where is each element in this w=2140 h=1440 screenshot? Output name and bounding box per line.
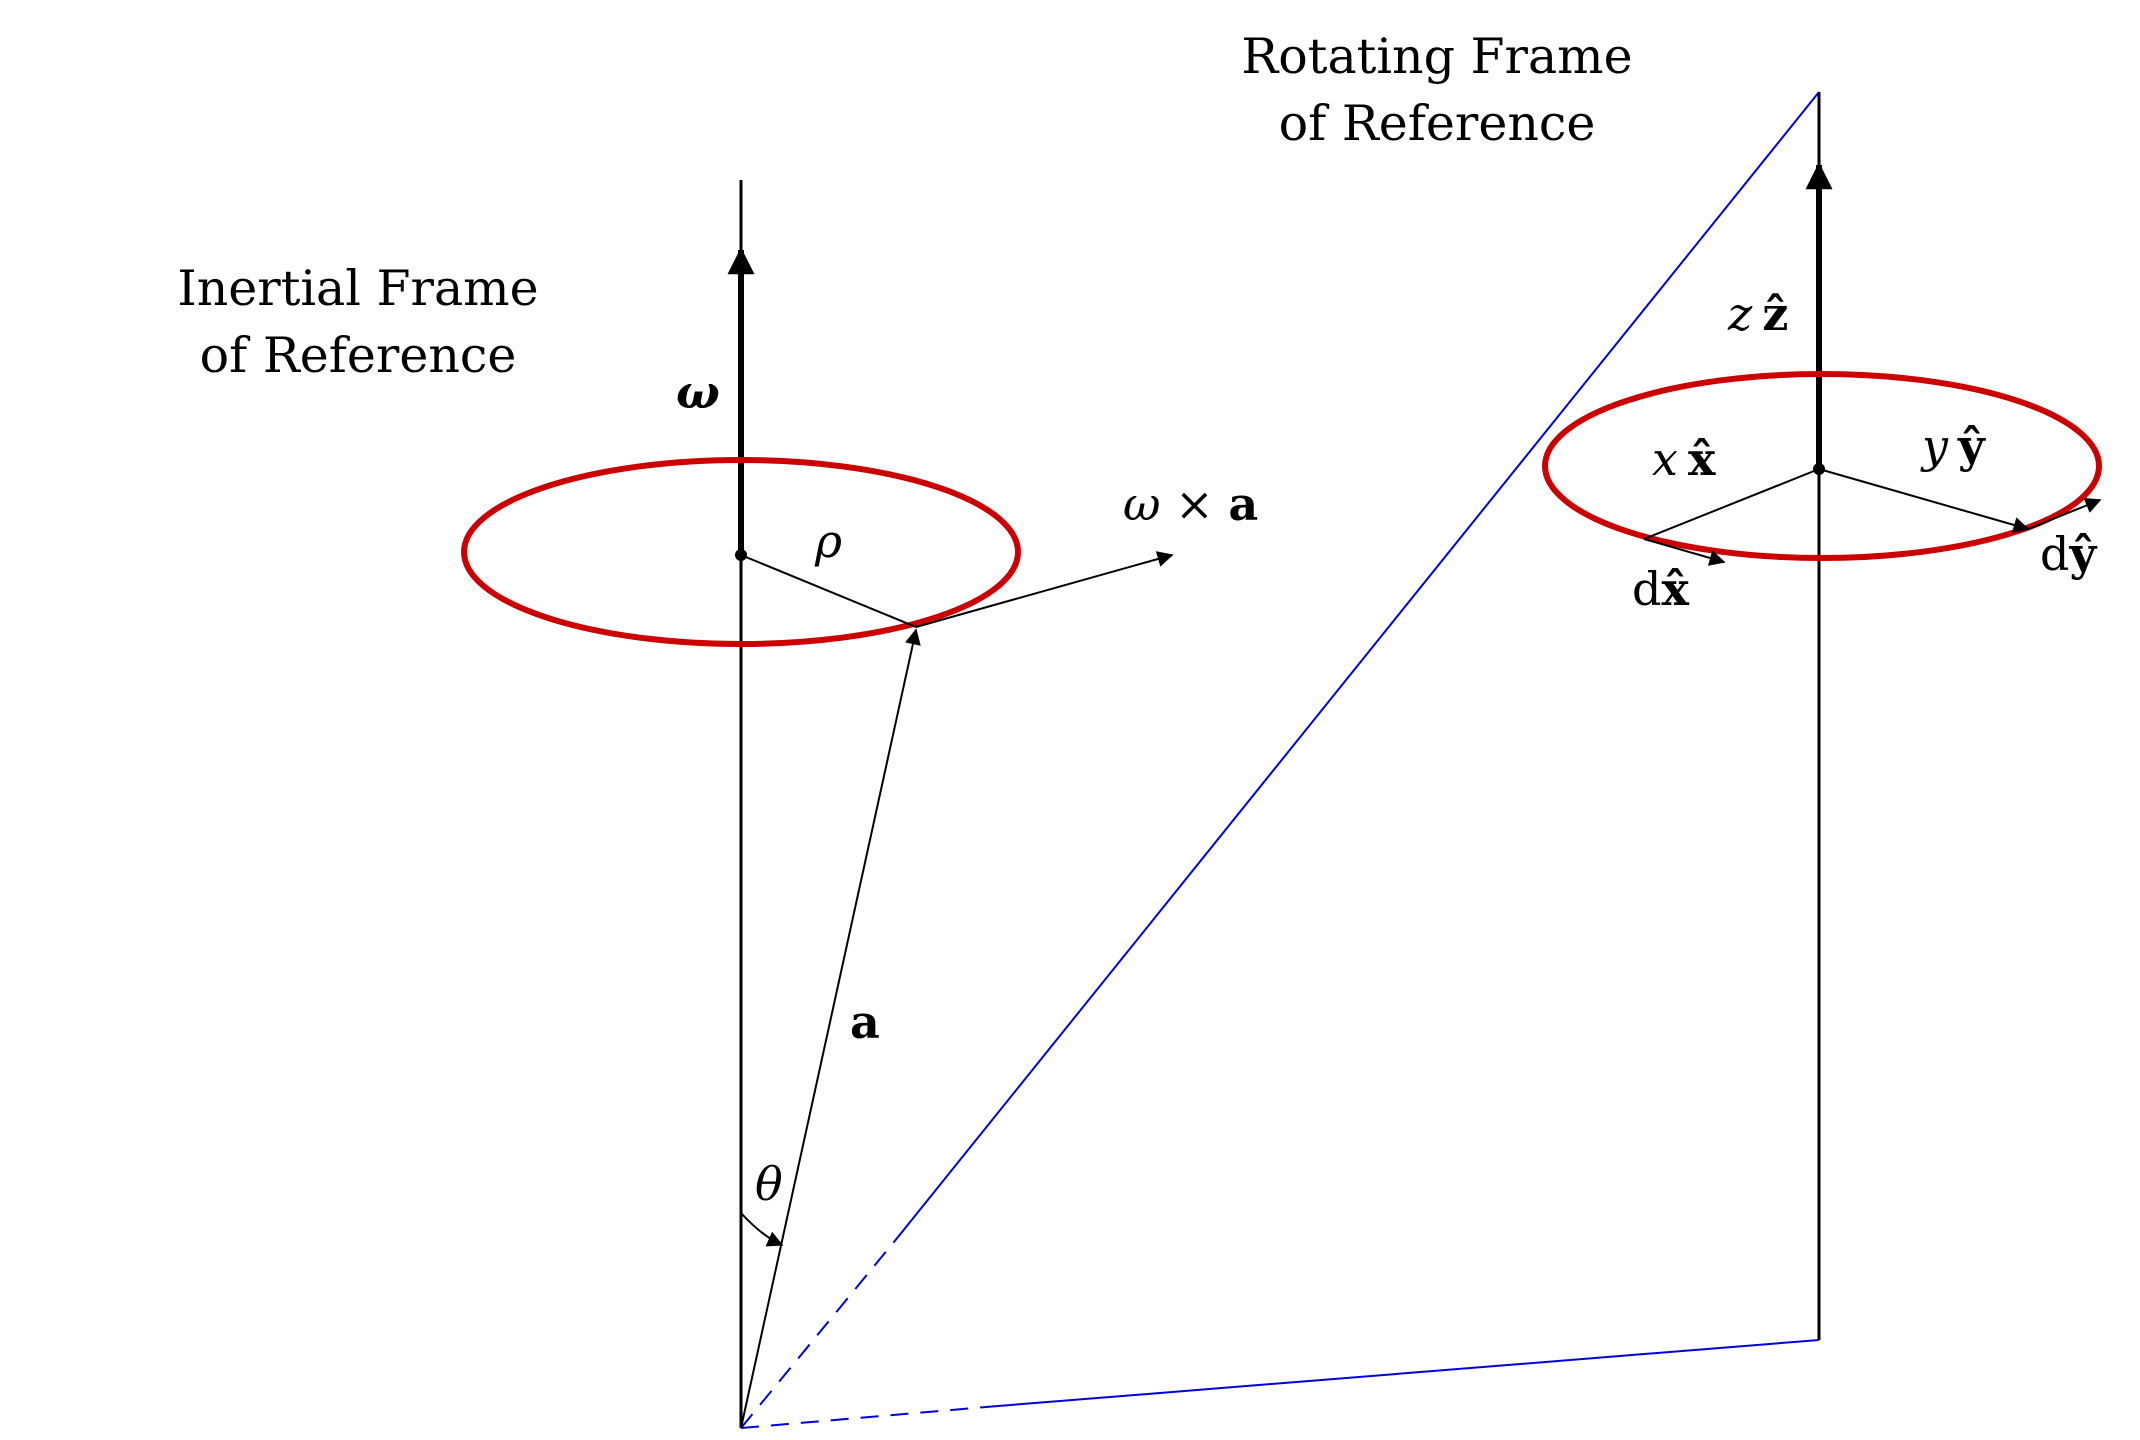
omega-cross-a-arrow bbox=[915, 551, 1174, 628]
dx-hat-arrow bbox=[1643, 538, 1726, 566]
frame-link-lines bbox=[740, 91, 1820, 1429]
frame-titles: Inertial Frame of Reference Rotating Fra… bbox=[177, 28, 1632, 384]
x-var: x bbox=[1652, 432, 1678, 486]
omega-cross-a-a: a bbox=[1228, 477, 1258, 531]
rotating-frame-group bbox=[1542, 92, 2102, 1340]
link-origin-to-rotating-bottom-solid bbox=[997, 1339, 1820, 1407]
omega-cross-a-omega: ω bbox=[1123, 477, 1161, 531]
theta-angle-arc bbox=[740, 1212, 784, 1247]
dx-hat-label: dx̂ bbox=[1632, 562, 1689, 616]
rho-label: ρ bbox=[814, 514, 842, 568]
y-hat-vector-line bbox=[1818, 468, 2030, 533]
dx-hat: x̂ bbox=[1661, 562, 1689, 616]
inertial-frame-group bbox=[461, 180, 1174, 1429]
dy-hat-label: dŷ bbox=[2040, 527, 2097, 581]
z-var: z bbox=[1727, 287, 1753, 341]
theta-label: θ bbox=[755, 1157, 783, 1211]
dx-d: d bbox=[1632, 562, 1661, 616]
rotating-orbit-ellipse bbox=[1542, 371, 2102, 561]
z-hat: ẑ bbox=[1762, 287, 1788, 341]
omega-cross-a-times: × bbox=[1161, 477, 1229, 531]
rotating-frame-title-line1: Rotating Frame bbox=[1241, 28, 1632, 85]
link-origin-to-rotating-top-solid bbox=[897, 91, 1820, 1238]
inertial-orbit-ellipse bbox=[461, 457, 1021, 647]
dy-hat-arrow bbox=[2027, 497, 2102, 530]
dy-d: d bbox=[2040, 527, 2069, 581]
y-hat: ŷ bbox=[1957, 419, 1986, 473]
dy-hat: ŷ bbox=[2068, 527, 2097, 581]
rotating-frame-title-line2: of Reference bbox=[1279, 95, 1596, 152]
link-origin-to-rotating-top-dashed bbox=[740, 1236, 899, 1429]
x-hat-vector-line bbox=[1643, 468, 1820, 540]
omega-cross-a-label: ω × a bbox=[1123, 477, 1258, 531]
inertial-frame-title-line1: Inertial Frame bbox=[177, 260, 538, 317]
a-vector-label: a bbox=[850, 995, 880, 1049]
link-origin-to-rotating-bottom-dashed bbox=[740, 1405, 999, 1429]
a-vector-arrow bbox=[740, 628, 921, 1429]
x-hat: x̂ bbox=[1688, 432, 1716, 486]
y-var: y bbox=[1920, 419, 1949, 473]
inertial-frame-title-line2: of Reference bbox=[200, 327, 517, 384]
rho-radius-line bbox=[740, 554, 917, 628]
omega-label: ω bbox=[676, 365, 720, 419]
